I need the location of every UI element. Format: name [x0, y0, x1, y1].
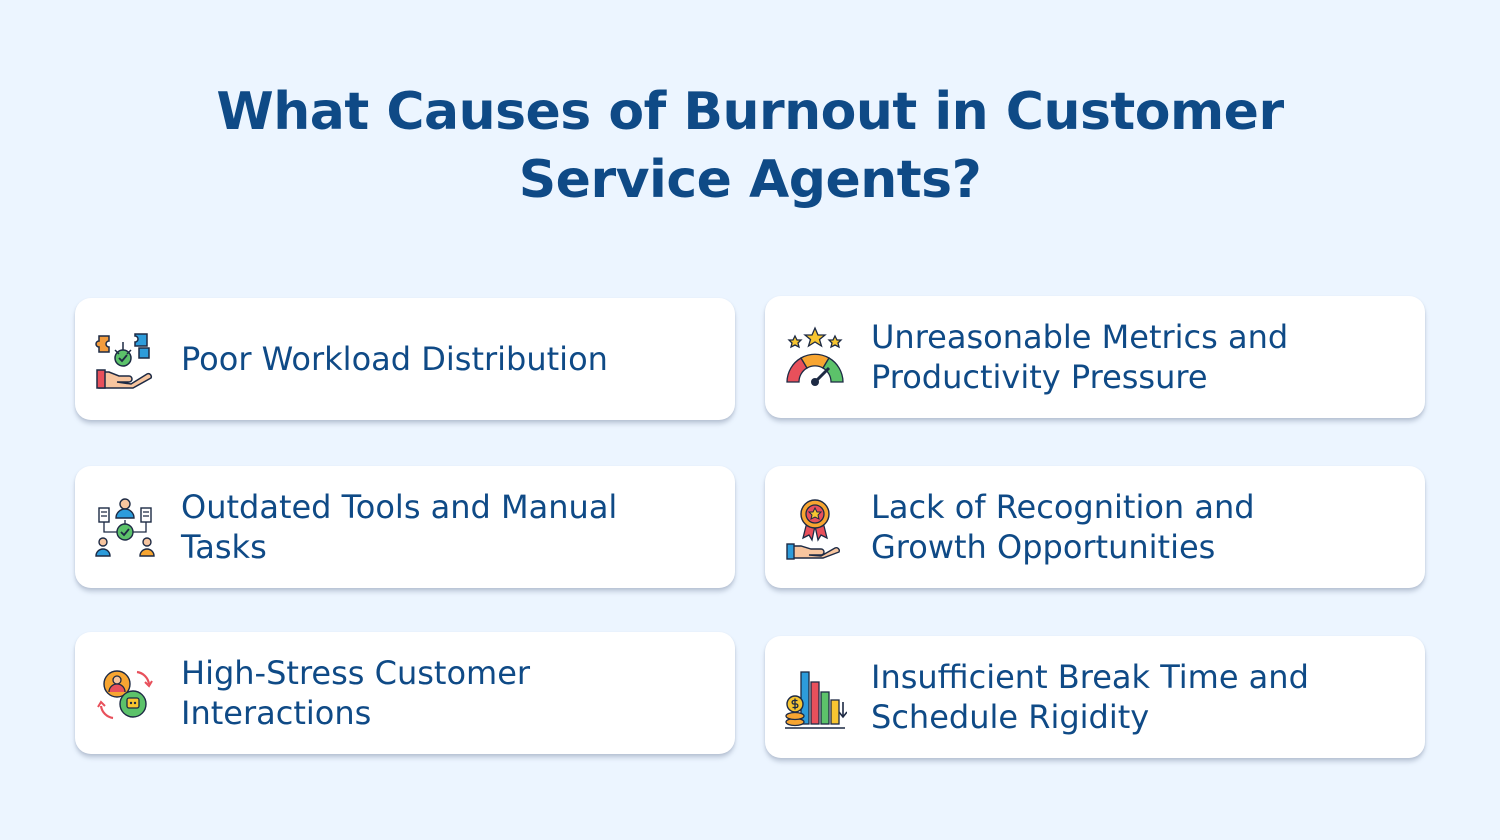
- cause-card-tools: Outdated Tools and Manual Tasks: [75, 466, 735, 588]
- cause-card-label-line: Schedule Rigidity: [871, 698, 1150, 736]
- cause-card-label-line: Unreasonable Metrics and: [871, 318, 1289, 356]
- cause-card-interactions: High-Stress Customer Interactions: [75, 632, 735, 754]
- page-title-line-1: What Causes of Burnout in Customer: [216, 82, 1284, 142]
- cause-card-label: Lack of Recognition and Growth Opportuni…: [871, 466, 1405, 588]
- speedometer-stars-icon: [783, 326, 847, 390]
- cause-card-label-line: Growth Opportunities: [871, 528, 1216, 566]
- cause-card-label: Outdated Tools and Manual Tasks: [181, 466, 715, 588]
- cause-card-label-line: Poor Workload Distribution: [181, 340, 608, 378]
- cause-card-label-line: High-Stress Customer: [181, 654, 531, 692]
- workload-distribution-icon: [93, 328, 157, 392]
- cause-card-break-time: Insufficient Break Time and Schedule Rig…: [765, 636, 1425, 758]
- award-hand-icon: [783, 496, 847, 560]
- cause-card-label: Insufficient Break Time and Schedule Rig…: [871, 636, 1405, 758]
- cause-card-metrics: Unreasonable Metrics and Productivity Pr…: [765, 296, 1425, 418]
- team-network-tools-icon: [93, 496, 157, 560]
- customer-interaction-cycle-icon: [93, 662, 157, 726]
- cause-card-label: High-Stress Customer Interactions: [181, 632, 715, 754]
- cause-card-recognition: Lack of Recognition and Growth Opportuni…: [765, 466, 1425, 588]
- cause-card-workload: Poor Workload Distribution: [75, 298, 735, 420]
- page-title-line-2: Service Agents?: [518, 150, 982, 210]
- cause-card-label-line: Productivity Pressure: [871, 358, 1208, 396]
- cause-card-label-line: Lack of Recognition and: [871, 488, 1255, 526]
- declining-chart-coins-icon: [783, 666, 847, 730]
- cause-card-label-line: Interactions: [181, 694, 372, 732]
- cause-card-label: Unreasonable Metrics and Productivity Pr…: [871, 296, 1405, 418]
- cause-card-label: Poor Workload Distribution: [181, 298, 715, 420]
- cause-card-label-line: Outdated Tools and Manual: [181, 488, 618, 526]
- cause-card-label-line: Insufficient Break Time and: [871, 658, 1309, 696]
- cause-card-label-line: Tasks: [181, 528, 267, 566]
- page-title: What Causes of Burnout in Customer Servi…: [0, 78, 1500, 214]
